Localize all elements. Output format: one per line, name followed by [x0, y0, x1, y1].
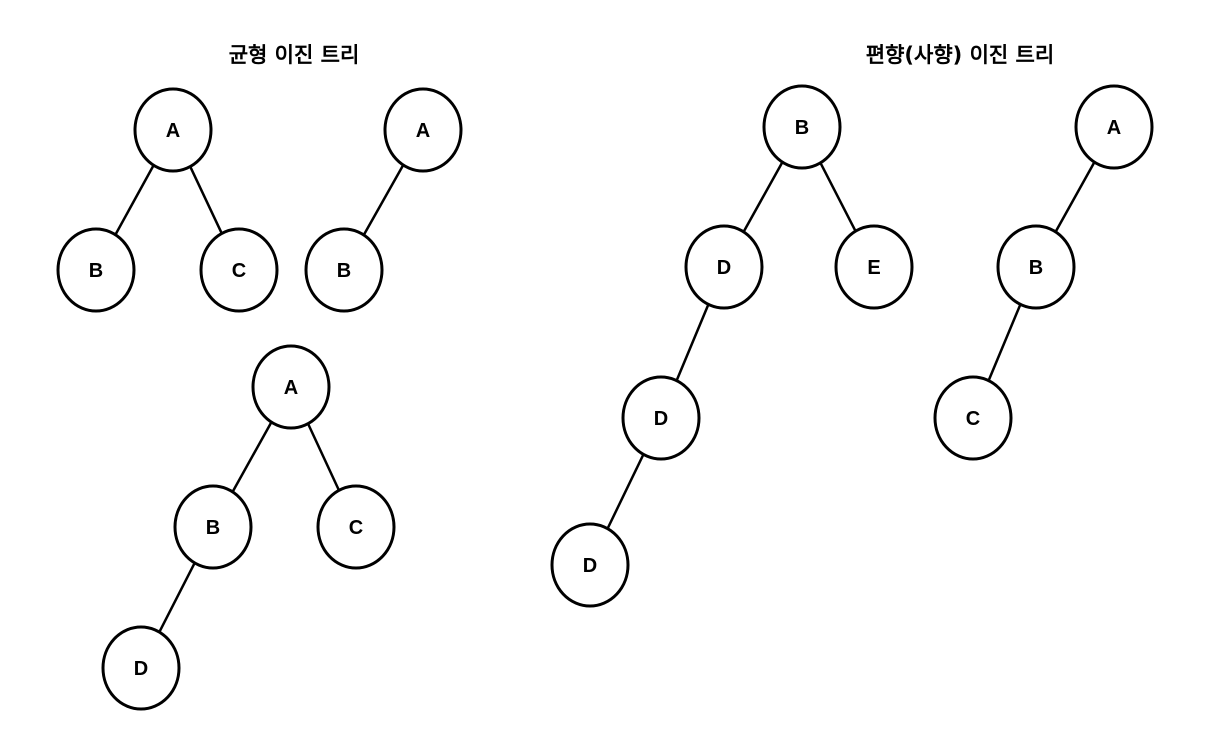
balanced-tree-2-node-n1: A — [383, 87, 463, 173]
node-circle — [1074, 84, 1154, 170]
skewed-tree-title: 편향(사향) 이진 트리 — [866, 43, 1054, 67]
balanced-tree-3-node-n1: A — [251, 344, 331, 430]
node-circle — [621, 375, 701, 461]
node-label: D — [134, 658, 148, 680]
node-circle — [251, 344, 331, 430]
balanced-tree-1-edge-n1-n2 — [114, 164, 155, 236]
node-label: B — [337, 260, 351, 282]
balanced-tree-3-edge-n1-n2 — [231, 420, 273, 494]
nodes-layer: A B C A B A B C D B D E D D A B C — [56, 84, 1154, 711]
skewed-tree-1-node-n4: D — [621, 375, 701, 461]
skewed-tree-2-node-n2: B — [996, 224, 1076, 310]
balanced-tree-3-node-n4: D — [101, 625, 181, 711]
node-circle — [834, 224, 914, 310]
balanced-tree-1-node-n2: B — [56, 227, 136, 313]
balanced-tree-1-node-n3: C — [199, 227, 279, 313]
skewed-tree-2-node-n1: A — [1074, 84, 1154, 170]
skewed-tree-2-edge-n2-n3 — [987, 303, 1022, 382]
skewed-tree-1-node-n3: E — [834, 224, 914, 310]
node-label: D — [654, 408, 668, 430]
skewed-tree-1-edge-n1-n3 — [819, 161, 857, 233]
balanced-tree-3-edge-n2-n4 — [158, 561, 196, 634]
node-circle — [933, 375, 1013, 461]
skewed-tree-2-edge-n1-n2 — [1054, 160, 1096, 234]
node-label: C — [966, 408, 980, 430]
balanced-tree-1-edge-n1-n3 — [188, 165, 224, 235]
balanced-tree-title: 균형 이진 트리 — [229, 43, 360, 67]
node-circle — [762, 84, 842, 170]
balanced-tree-3-node-n2: B — [173, 484, 253, 570]
balanced-tree-3-edge-n1-n3 — [306, 422, 341, 492]
skewed-tree-1-node-n5: D — [550, 522, 630, 608]
node-label: B — [1029, 257, 1043, 279]
node-label: C — [349, 517, 363, 539]
node-label: A — [166, 120, 180, 142]
node-label: A — [416, 120, 430, 142]
skewed-tree-1-node-n2: D — [684, 224, 764, 310]
balanced-tree-2-edge-n1-n2 — [362, 163, 405, 237]
node-circle — [550, 522, 630, 608]
node-circle — [173, 484, 253, 570]
node-circle — [304, 227, 384, 313]
node-circle — [383, 87, 463, 173]
node-label: B — [206, 517, 220, 539]
node-circle — [56, 227, 136, 313]
node-label: A — [1107, 117, 1121, 139]
balanced-tree-2-node-n2: B — [304, 227, 384, 313]
node-circle — [133, 87, 213, 173]
node-circle — [684, 224, 764, 310]
node-label: B — [795, 117, 809, 139]
node-circle — [316, 484, 396, 570]
node-label: E — [867, 257, 880, 279]
node-label: B — [89, 260, 103, 282]
skewed-tree-1-edge-n2-n4 — [675, 303, 710, 382]
node-label: A — [284, 377, 298, 399]
node-circle — [101, 625, 181, 711]
balanced-tree-3-node-n3: C — [316, 484, 396, 570]
skewed-tree-1-edge-n1-n2 — [742, 160, 784, 234]
skewed-tree-2-node-n3: C — [933, 375, 1013, 461]
node-label: C — [232, 260, 246, 282]
skewed-tree-1-edge-n4-n5 — [606, 453, 645, 530]
node-label: D — [717, 257, 731, 279]
node-label: D — [583, 555, 597, 577]
edges-layer — [114, 160, 1096, 634]
node-circle — [199, 227, 279, 313]
node-circle — [996, 224, 1076, 310]
skewed-tree-1-node-n1: B — [762, 84, 842, 170]
balanced-tree-1-node-n1: A — [133, 87, 213, 173]
